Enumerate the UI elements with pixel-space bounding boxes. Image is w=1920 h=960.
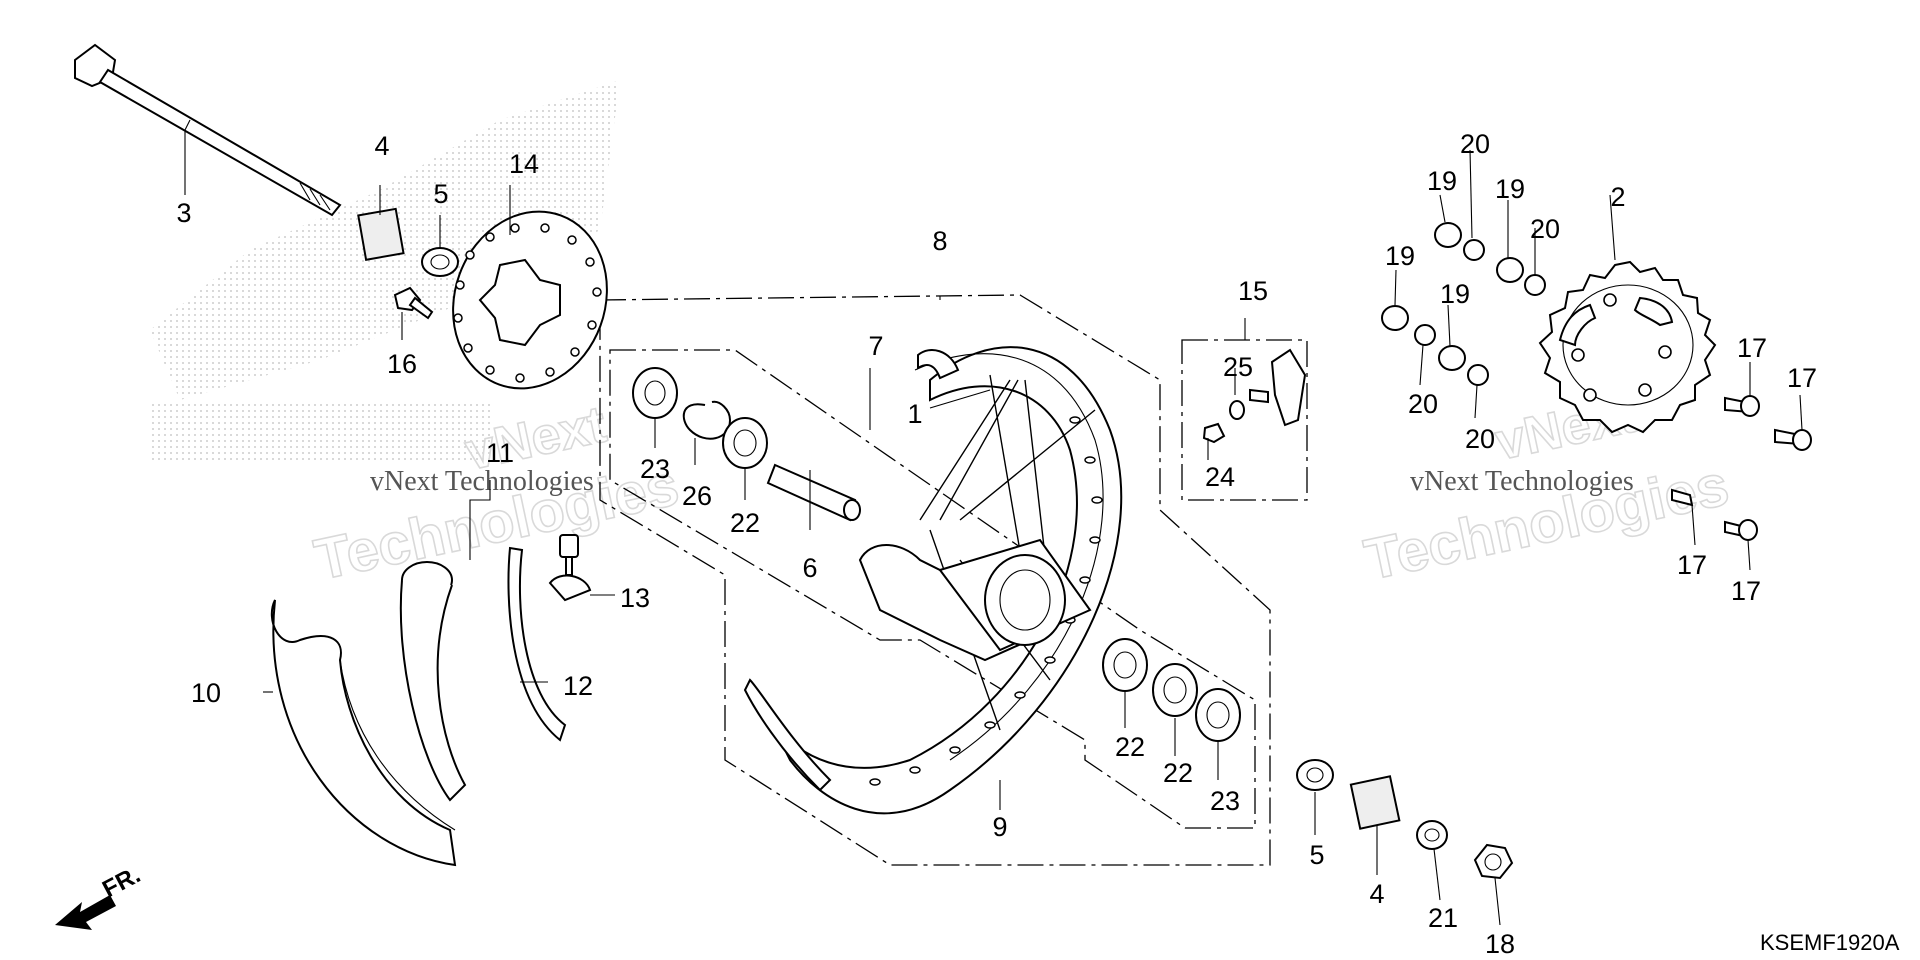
callout-7: 7 <box>868 331 883 361</box>
callout-17-b: 17 <box>1787 363 1817 393</box>
bearing-right-2 <box>1152 663 1198 717</box>
front-direction-indicator: FR. <box>55 861 145 930</box>
callout-22-left: 22 <box>730 508 760 538</box>
bearing-right-3 <box>1195 688 1241 742</box>
side-collar-left <box>421 247 459 277</box>
callout-17-d: 17 <box>1731 576 1761 606</box>
callout-22-right-1: 22 <box>1115 732 1145 762</box>
callout-4-left: 4 <box>374 131 389 161</box>
callout-25: 25 <box>1223 352 1253 382</box>
callout-1: 1 <box>907 399 922 429</box>
callout-19-mid-left: 19 <box>1385 241 1415 271</box>
disc-bolt <box>393 286 434 320</box>
rim-band <box>507 546 567 742</box>
callout-19-top-left: 19 <box>1427 166 1457 196</box>
bearing-upper-left <box>722 417 768 469</box>
callout-8: 8 <box>932 226 947 256</box>
side-collar-right <box>1296 759 1334 791</box>
callout-4-right: 4 <box>1369 879 1384 909</box>
sprocket-bolts <box>1671 395 1812 541</box>
watermark-caption-right: vNext Technologies <box>1410 466 1634 497</box>
callout-9: 9 <box>992 812 1007 842</box>
axle-nut <box>1473 843 1514 880</box>
callout-3: 3 <box>176 198 191 228</box>
callout-6: 6 <box>802 553 817 583</box>
wheel-hub <box>858 538 1092 662</box>
rear-sprocket <box>1538 260 1717 434</box>
callout-20-top: 20 <box>1460 129 1490 159</box>
front-arrow-icon <box>55 895 116 930</box>
disc-guard-group <box>1202 348 1307 444</box>
callout-23-left: 23 <box>640 454 670 484</box>
callout-10: 10 <box>191 678 221 708</box>
tire <box>270 599 457 867</box>
bearing-right-1 <box>1102 638 1148 692</box>
callout-5-left: 5 <box>433 179 448 209</box>
callout-17-a: 17 <box>1737 333 1767 363</box>
callout-13: 13 <box>620 583 650 613</box>
bearing-left <box>632 367 678 419</box>
brake-disc <box>452 210 608 390</box>
callout-19-mid: 19 <box>1440 279 1470 309</box>
callout-20-mid-left: 20 <box>1408 389 1438 419</box>
callout-5-right: 5 <box>1309 840 1324 870</box>
tube-valve <box>548 534 592 602</box>
callout-18: 18 <box>1485 929 1515 959</box>
callout-23-right: 23 <box>1210 786 1240 816</box>
sprocket-nuts-washers <box>1381 222 1546 386</box>
callout-15: 15 <box>1238 276 1268 306</box>
callout-22-right-2: 22 <box>1163 758 1193 788</box>
circlip <box>682 400 732 440</box>
callout-11: 11 <box>486 438 514 468</box>
inner-tube <box>399 561 467 802</box>
adjuster-plate-right <box>1349 775 1401 830</box>
callout-16: 16 <box>387 349 417 379</box>
axle <box>74 43 342 217</box>
callout-26: 26 <box>682 481 712 511</box>
front-direction-label: FR. <box>98 861 145 903</box>
callout-20-right: 20 <box>1530 214 1560 244</box>
distance-collar <box>766 463 861 522</box>
axle-washer <box>1416 820 1448 850</box>
callout-14: 14 <box>509 149 539 179</box>
callout-24: 24 <box>1205 462 1235 492</box>
callout-19-top-right: 19 <box>1495 174 1525 204</box>
callout-numbers: 3 4 5 14 16 8 7 1 6 23 26 22 11 10 12 13… <box>176 129 1817 959</box>
callout-21: 21 <box>1428 903 1458 933</box>
callout-2: 2 <box>1610 182 1625 212</box>
leader-lines <box>184 119 1803 926</box>
wheel-rim <box>743 346 1123 815</box>
callout-20-mid: 20 <box>1465 424 1495 454</box>
callout-12: 12 <box>563 671 593 701</box>
diagram-code: KSEMF1920A <box>1760 930 1900 955</box>
adjuster-plate-left <box>357 207 405 261</box>
watermark-caption-left: vNext Technologies <box>370 466 594 497</box>
callout-17-c: 17 <box>1677 550 1707 580</box>
